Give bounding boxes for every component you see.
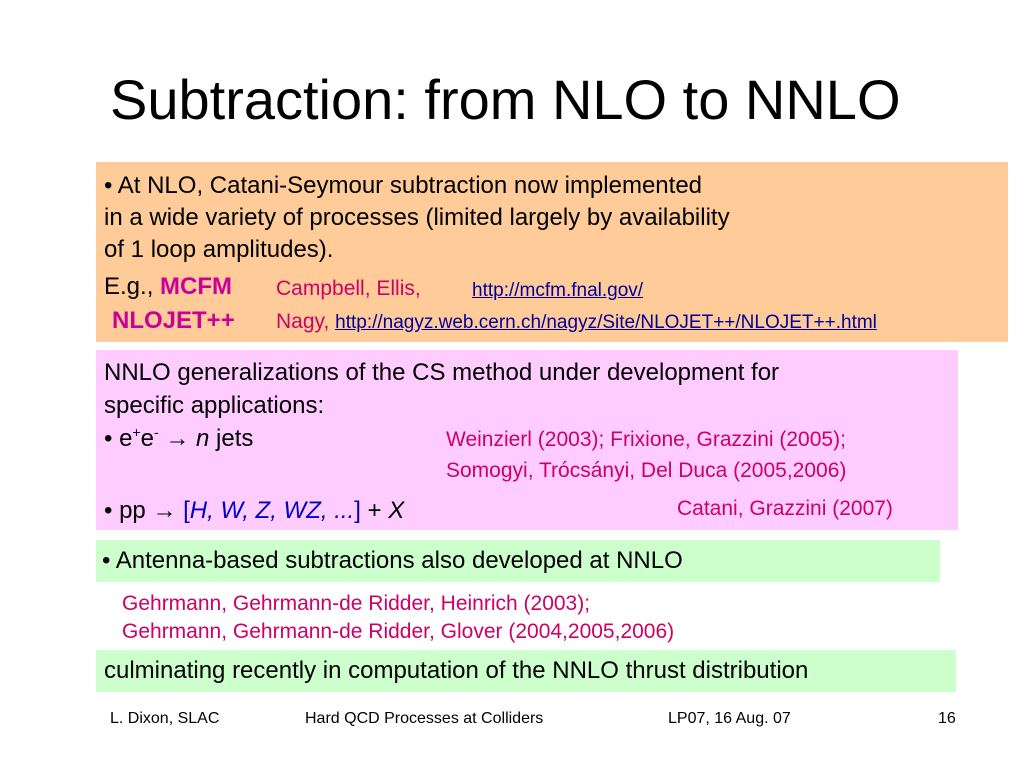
x-symbol: X xyxy=(388,497,405,524)
pp-bullet-line: • pp → [H, W, Z, WZ, ...] + X xyxy=(104,496,404,526)
antenna-ref-2: Gehrmann, Gehrmann-de Ridder, Glover (20… xyxy=(122,620,675,643)
ee-ref-2: Somogyi, Trócsányi, Del Duca (2005,2006) xyxy=(446,459,847,482)
footer-author: L. Dixon, SLAC xyxy=(110,710,220,727)
nlo-line-3: of 1 loop amplitudes). xyxy=(104,236,334,263)
thrust-box: culminating recently in computation of t… xyxy=(96,650,956,692)
plus-sign: + xyxy=(360,497,389,524)
thrust-text: culminating recently in computation of t… xyxy=(104,657,809,684)
n-symbol: n xyxy=(195,425,210,452)
ee-bullet: • e xyxy=(104,425,133,452)
mcfm-name: MCFM xyxy=(160,273,233,300)
ee-sup-plus: + xyxy=(132,424,141,440)
footer-event: LP07, 16 Aug. 07 xyxy=(668,710,791,727)
nlo-box: • At NLO, Catani-Seymour subtraction now… xyxy=(96,162,1008,342)
antenna-ref-1: Gehrmann, Gehrmann-de Ridder, Heinrich (… xyxy=(122,592,591,615)
mcfm-link[interactable]: http://mcfm.fnal.gov/ xyxy=(472,280,644,301)
bracket-open: [ xyxy=(183,497,190,524)
antenna-box: • Antenna-based subtractions also develo… xyxy=(96,540,940,582)
antenna-text: • Antenna-based subtractions also develo… xyxy=(102,547,683,574)
nnlo-box: NNLO generalizations of the CS method un… xyxy=(96,350,958,530)
nlojet-author: Nagy, xyxy=(276,310,336,333)
slide-title: Subtraction: from NLO to NNLO xyxy=(110,68,901,131)
nlojet-line: Nagy, http://nagyz.web.cern.ch/nagyz/Sit… xyxy=(276,306,877,338)
nlo-line-2: in a wide variety of processes (limited … xyxy=(104,204,730,231)
bracket-close: ] xyxy=(354,497,361,524)
eg-line: E.g., MCFM xyxy=(104,272,232,302)
ee-sup-minus: - xyxy=(153,424,159,440)
pp-ref: Catani, Grazzini (2007) xyxy=(677,497,893,520)
nlojet-name: NLOJET++ xyxy=(112,307,235,334)
jets-label: jets xyxy=(209,425,254,452)
ee-bullet-line: • e+e- → n jets xyxy=(104,424,253,454)
nlojet-link[interactable]: http://nagyz.web.cern.ch/nagyz/Site/NLOJ… xyxy=(335,312,877,333)
ee-e: e xyxy=(140,425,154,452)
mcfm-authors: Campbell, Ellis, xyxy=(276,277,421,300)
eg-prefix: E.g., xyxy=(104,273,161,300)
arrow-right-icon: → xyxy=(165,425,190,452)
nlo-line-1: • At NLO, Catani-Seymour subtraction now… xyxy=(104,172,703,199)
footer-page-number: 16 xyxy=(938,710,956,727)
nnlo-line-1: NNLO generalizations of the CS method un… xyxy=(104,359,780,386)
pp-bullet: • pp xyxy=(104,497,153,524)
nnlo-line-2: specific applications: xyxy=(104,392,325,419)
arrow-right-icon: → xyxy=(152,497,177,524)
boson-list: H, W, Z, WZ, ... xyxy=(189,497,355,524)
footer-talk: Hard QCD Processes at Colliders xyxy=(305,710,544,727)
ee-ref-1: Weinzierl (2003); Frixione, Grazzini (20… xyxy=(446,428,846,451)
